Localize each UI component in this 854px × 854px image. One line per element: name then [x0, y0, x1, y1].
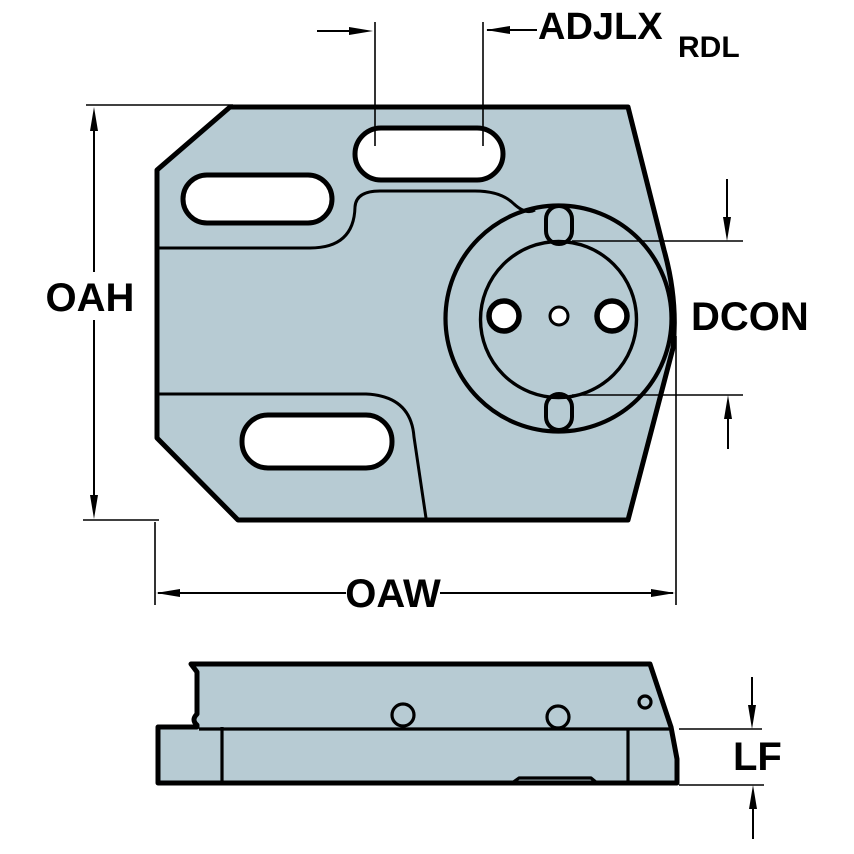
coupling-bottom-keyway — [544, 392, 574, 432]
dimension-oah: OAH — [46, 104, 233, 521]
side-view — [155, 661, 680, 786]
dcon-arrowhead-down — [723, 217, 731, 241]
dcon-label: DCON — [691, 295, 809, 339]
upper-pocket-contour — [158, 189, 536, 250]
top-center-slot — [352, 125, 506, 183]
oah-arrowhead-up — [90, 107, 98, 131]
coupling-left-hole — [486, 298, 522, 334]
oaw-arrowhead-right — [651, 589, 675, 597]
coupling-top-keyway — [544, 204, 574, 246]
coupling-center-hole — [548, 305, 570, 327]
dimension-lf: LF — [679, 677, 782, 839]
dimension-dcon: DCON — [572, 179, 809, 449]
bottom-slot — [239, 412, 395, 471]
adjlx-sub-label: RDL — [678, 31, 740, 64]
adjlx-label: ADJLX — [538, 6, 663, 48]
side-outline — [155, 661, 680, 786]
side-right-pin-hole — [545, 704, 571, 730]
lf-arrowhead-up — [749, 785, 757, 809]
coupling-right-hole — [594, 298, 630, 334]
oah-label: OAH — [46, 276, 135, 320]
side-small-hole — [637, 694, 653, 710]
dimension-oaw: OAW — [154, 336, 677, 616]
oaw-arrowhead-left — [156, 589, 180, 597]
upper-left-slot — [180, 172, 335, 226]
oaw-label: OAW — [345, 572, 441, 616]
lower-pocket-contour — [158, 392, 428, 519]
adjlx-arrowhead-left — [486, 26, 510, 34]
lf-label: LF — [733, 735, 782, 779]
dcon-arrowhead-up — [724, 395, 732, 419]
side-bottom-relief-line — [511, 776, 599, 785]
adjlx-arrowhead-right — [349, 27, 373, 35]
coupling-inner-circle — [478, 239, 639, 400]
oah-arrowhead-down — [90, 495, 98, 519]
top-view — [154, 104, 677, 523]
dimension-adjlx-rdl: ADJLX RDL — [317, 6, 740, 146]
side-left-pin-hole — [390, 702, 416, 728]
lf-arrowhead-down — [748, 705, 756, 729]
